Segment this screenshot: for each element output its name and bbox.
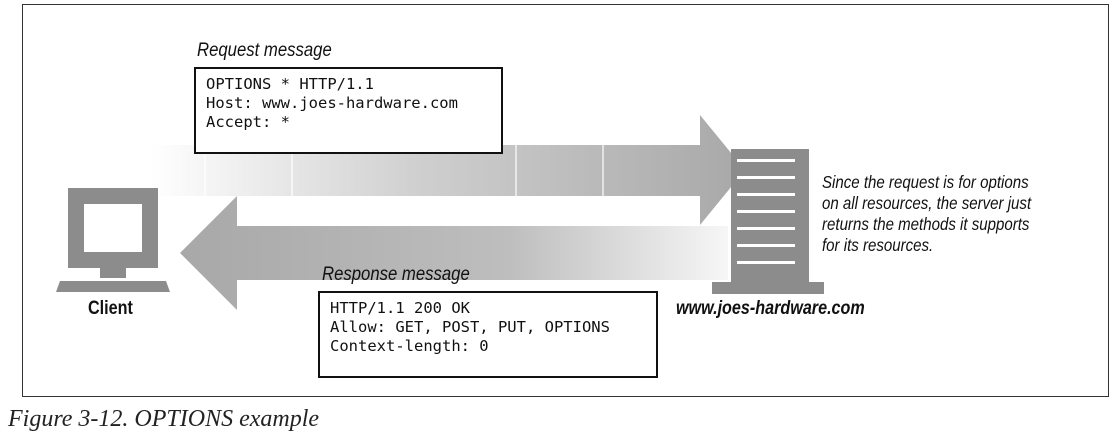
client-computer-icon <box>56 188 170 292</box>
request-header-host: Host: www.joes-hardware.com <box>206 94 458 112</box>
response-arrow <box>180 196 728 310</box>
response-message-box: HTTP/1.1 200 OK Allow: GET, POST, PUT, O… <box>318 291 658 378</box>
server-note-line: returns the methods it supports <box>822 214 1030 234</box>
request-message-box: OPTIONS * HTTP/1.1 Host: www.joes-hardwa… <box>194 67 503 154</box>
request-line: OPTIONS * HTTP/1.1 <box>206 75 374 93</box>
server-note: Since the request is for options on all … <box>822 172 1046 256</box>
response-header-allow: Allow: GET, POST, PUT, OPTIONS <box>330 318 610 336</box>
response-header-content-length: Context-length: 0 <box>330 337 489 355</box>
server-label: www.joes-hardware.com <box>676 298 865 319</box>
server-note-line: for its resources. <box>822 235 934 255</box>
server-note-line: on all resources, the server just <box>822 193 1032 213</box>
response-status-line: HTTP/1.1 200 OK <box>330 299 470 317</box>
request-arrow <box>150 115 745 225</box>
client-label: Client <box>88 298 133 319</box>
server-note-line: Since the request is for options <box>822 172 1029 192</box>
server-icon <box>712 149 824 294</box>
diagram-frame <box>22 4 1109 397</box>
figure-caption: Figure 3-12. OPTIONS example <box>8 406 320 432</box>
request-message-title: Request message <box>197 40 332 61</box>
request-header-accept: Accept: * <box>206 113 290 131</box>
response-message-title: Response message <box>322 264 470 285</box>
